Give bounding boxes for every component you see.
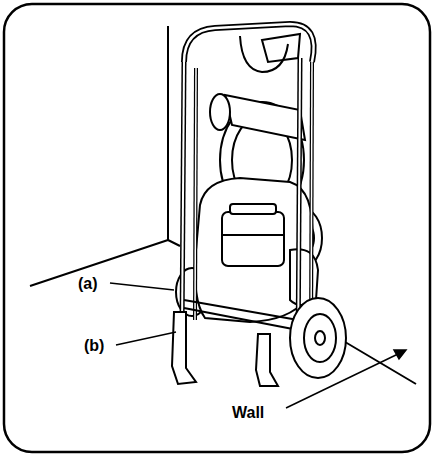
part-label: (a): [76, 275, 100, 293]
wall-corner: [30, 26, 416, 384]
part-label: (b): [82, 337, 106, 355]
part-label: Wall: [230, 404, 266, 422]
machine: [172, 24, 346, 386]
frame-border: [4, 4, 430, 452]
leader-lines: [110, 283, 176, 345]
